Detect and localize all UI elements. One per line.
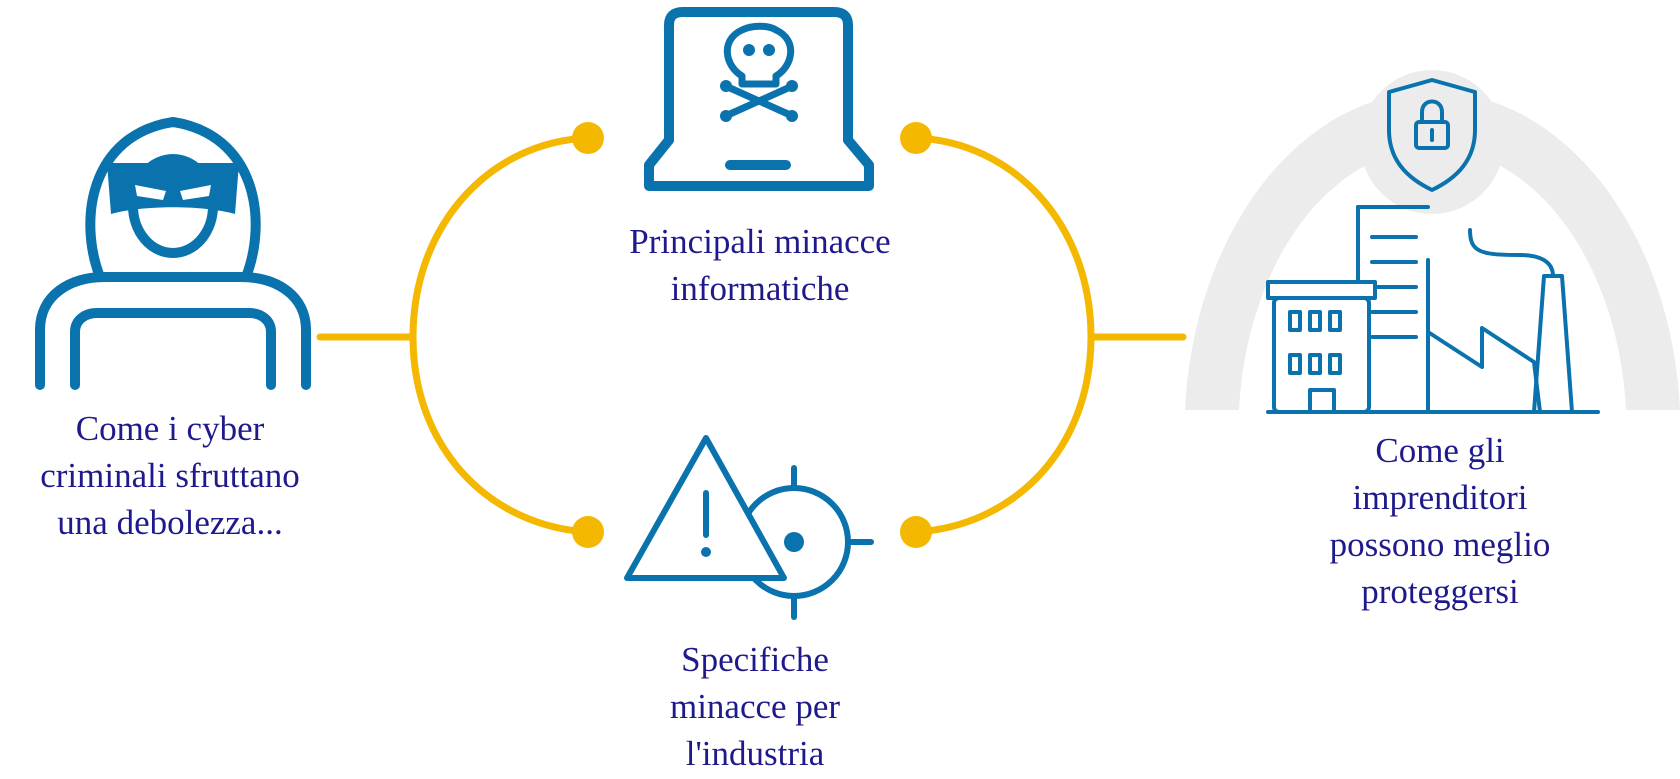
warning-target-icon [624,435,874,620]
criminals-label: Come i cyber criminali sfruttano una deb… [40,409,300,542]
dot-top-right [900,122,932,154]
dot-bottom-left [572,516,604,548]
shield-arch [1185,91,1680,410]
crossbone-ends [720,80,798,122]
industry-threats-label: Specifiche minacce per l'industria [669,640,841,773]
warning-dots [701,532,804,557]
hacker-eyes [135,185,211,200]
dot-top-left [572,122,604,154]
entrepreneurs-label: Come gli imprenditori possono meglio pro… [1329,431,1551,611]
hacker-mask-band [107,163,239,214]
left-arc [409,134,592,536]
masked-hacker-icon [35,117,311,390]
skull-eyes [743,44,775,56]
cycle-dots [572,122,932,548]
right-arc [912,134,1095,536]
shield-lock-icon [1387,78,1477,192]
cycle-connectors [316,134,1187,536]
skull-laptop-icon [644,7,874,191]
main-threats-label: Principali minacce informatiche [629,222,891,308]
dot-bottom-right [900,516,932,548]
protected-buildings-icon [1266,205,1600,414]
